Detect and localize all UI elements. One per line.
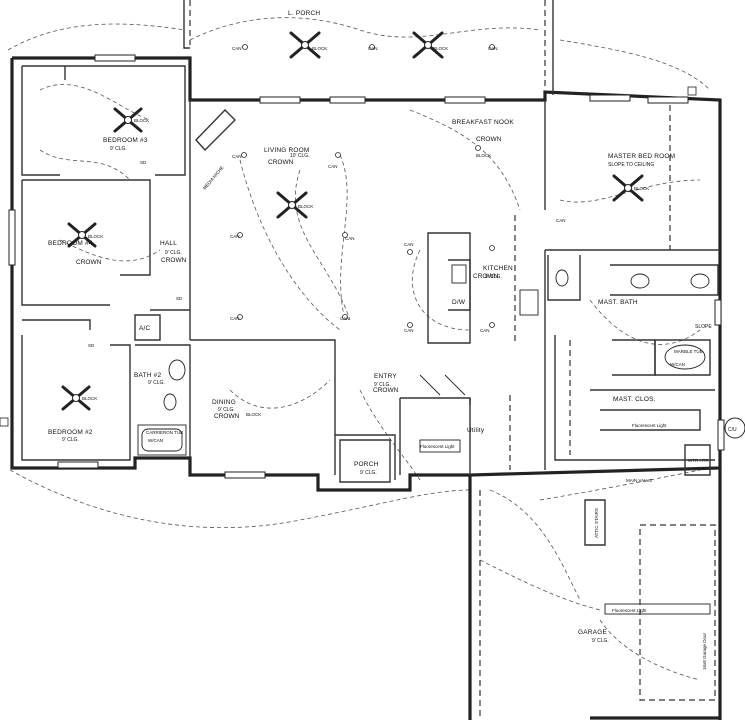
ceiling-height: 9' CLG. xyxy=(360,470,377,476)
can-label: CAN xyxy=(368,46,378,51)
fixtures xyxy=(137,109,711,615)
smoke-detector-label: SD xyxy=(176,296,183,301)
room-label-porch: L. PORCH xyxy=(288,10,320,17)
ceiling-height: 9' CLG. xyxy=(62,437,79,443)
room-label-utility: Utility xyxy=(467,427,485,434)
room-label-living: LIVING ROOM xyxy=(264,147,310,154)
crown-label: CROWN xyxy=(373,387,399,394)
can-label: CAN xyxy=(230,234,240,239)
room-labels: L. PORCH BEDROOM #3 BEDROOM #4 BEDROOM #… xyxy=(48,10,675,636)
ceiling-height: 9' CLG. xyxy=(592,638,609,644)
room-label-dw: D/W xyxy=(452,299,466,306)
block-label: BLOCK xyxy=(476,153,491,158)
fluorescent-label: Fluorescent Light xyxy=(420,444,455,449)
block-label: BLOCK xyxy=(634,186,649,191)
room-label-entry: ENTRY xyxy=(374,373,397,380)
interior-walls xyxy=(21,65,720,546)
garage-door-label: 16x8 Garage Door xyxy=(702,632,707,670)
room-label-master-bed: MASTER BED ROOM xyxy=(608,153,675,160)
fan-icon xyxy=(289,31,321,59)
room-label-master-closet: MAST. CLOS. xyxy=(613,396,656,403)
can-label: CAN xyxy=(488,46,498,51)
can-label: CAN xyxy=(404,242,414,247)
can-label: CAN xyxy=(328,164,338,169)
block-label: BLOCK xyxy=(298,204,313,209)
water-heater-label: WTR HTR xyxy=(688,458,709,463)
block-label: BLOCK xyxy=(246,412,261,417)
block-label: BLOCK xyxy=(82,396,97,401)
wcan-label: W/CAN xyxy=(148,438,163,443)
fan-icon xyxy=(113,107,143,133)
block-label: BLOCK xyxy=(88,234,103,239)
windows xyxy=(8,54,725,479)
can-label: CAN xyxy=(232,154,242,159)
hose-bib-icon xyxy=(0,417,9,427)
fan-icon xyxy=(612,174,644,202)
fan-icon xyxy=(61,385,91,411)
media-niche-label: MEDIA NICHE xyxy=(202,165,225,191)
ceiling-fans xyxy=(61,31,644,411)
wiring-arcs xyxy=(7,17,711,681)
smoke-detector-label: SD xyxy=(140,160,147,165)
can-label: CAN xyxy=(556,218,566,223)
cu-label: C/U xyxy=(728,427,737,433)
room-label-kitchen: KITCHEN xyxy=(483,265,513,272)
crown-label: CROWN xyxy=(268,159,294,166)
main-valve-label: MAIN VALVE xyxy=(626,478,652,483)
room-label-front-porch: PORCH xyxy=(354,461,379,468)
marble-tub-label: MARBLE TUB xyxy=(674,349,703,354)
fan-icon xyxy=(412,31,444,59)
ceiling-height: 9' CLG. xyxy=(110,146,127,152)
ceiling-height: 9' CLG. xyxy=(374,382,391,388)
annotation-labels: CROWN CROWN CROWN CROWN CROWN CROWN CROW… xyxy=(62,46,737,670)
can-lights xyxy=(237,44,495,328)
ceiling-height: 9' CLG. xyxy=(165,250,182,256)
can-label: CAN xyxy=(480,328,490,333)
room-label-bath2: BATH #2 xyxy=(134,372,161,379)
room-label-bedroom3: BEDROOM #3 xyxy=(103,137,148,144)
can-label: CAN xyxy=(230,316,240,321)
block-label: BLOCK xyxy=(312,46,327,51)
ceiling-height: 9' CLG. xyxy=(485,274,502,280)
condenser-unit-icon xyxy=(724,417,745,439)
hose-bib-icon xyxy=(687,86,697,96)
can-label: CAN xyxy=(340,316,350,321)
wcan-label: W/CAN xyxy=(670,362,685,367)
fan-icon xyxy=(276,191,308,219)
fluorescent-label: Fluorescent Light xyxy=(632,423,667,428)
tub-label: CARRIERON TUB xyxy=(146,430,183,435)
ceiling-height: 9' CLG. xyxy=(218,407,235,413)
ceiling-height: 10' CLG. xyxy=(290,153,310,159)
attic-stairs-label: ATTIC STAIRS xyxy=(594,508,599,538)
room-label-bedroom4: BEDROOM #4 xyxy=(48,240,93,247)
room-label-ac: A/C xyxy=(139,325,151,332)
room-label-dining: DINING xyxy=(212,399,236,406)
can-label: CAN xyxy=(404,328,414,333)
crown-label: CROWN xyxy=(214,413,240,420)
crown-label: CROWN xyxy=(476,136,502,143)
can-label: CAN xyxy=(232,46,242,51)
room-label-hall: HALL xyxy=(160,240,177,247)
room-label-breakfast: BREAKFAST NOOK xyxy=(452,119,514,126)
crown-label: CROWN xyxy=(473,273,499,280)
can-label: CAN xyxy=(345,236,355,241)
block-label: BLOCK xyxy=(134,118,149,123)
crown-label: CROWN xyxy=(76,259,102,266)
room-label-master-bath: MAST. BATH xyxy=(598,299,638,306)
crown-label: CROWN xyxy=(161,257,187,264)
slope-label: SLOPE xyxy=(695,324,712,330)
room-label-garage: GARAGE xyxy=(578,629,607,636)
fluorescent-label: Fluorescent Light xyxy=(612,608,647,613)
room-label-bedroom2: BEDROOM #2 xyxy=(48,429,93,436)
smoke-detector-label: SD xyxy=(88,343,95,348)
block-label: BLOCK xyxy=(433,46,448,51)
slope-note: SLOPE TO CEILING xyxy=(608,162,654,168)
fan-icon xyxy=(67,222,97,248)
ceiling-height: 9' CLG. xyxy=(148,380,165,386)
